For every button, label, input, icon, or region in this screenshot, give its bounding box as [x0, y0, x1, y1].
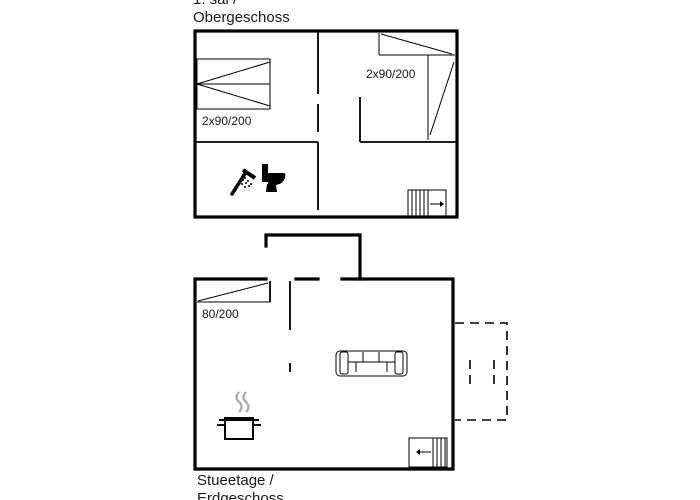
upper-floor-label-line1: 1. sal /	[193, 0, 238, 8]
cooking-pot-icon	[217, 391, 261, 440]
bed-left	[196, 58, 271, 110]
bed-ground	[197, 282, 270, 303]
shower-icon	[230, 168, 257, 196]
toilet-icon	[262, 164, 286, 192]
ground-floor-label-line1: Stueetage /	[197, 472, 275, 489]
terrace-outline	[455, 322, 508, 421]
bed-right	[378, 33, 455, 140]
ground-floor-outer-wall	[193, 277, 455, 471]
bed-right-label: 2x90/200	[366, 67, 416, 81]
upper-floor-outer-wall	[193, 29, 459, 219]
upper-floor-label-line2: Obergeschoss	[193, 9, 290, 26]
upper-floor-interior-walls	[195, 31, 457, 210]
stairs-icon-upper	[407, 189, 447, 218]
bed-left-label: 2x90/200	[202, 114, 252, 128]
upper-floor: 1. sal / Obergeschoss 2x90/200	[193, 0, 459, 219]
sofa-icon	[335, 350, 408, 377]
ground-floor-label-line2: Erdgeschoss	[197, 490, 284, 500]
ground-floor: 80/200	[193, 233, 508, 500]
stairs-icon-ground	[408, 437, 448, 468]
ground-floor-interior-walls	[269, 281, 291, 372]
bed-ground-label: 80/200	[202, 307, 239, 321]
entrance-annex	[264, 233, 362, 281]
